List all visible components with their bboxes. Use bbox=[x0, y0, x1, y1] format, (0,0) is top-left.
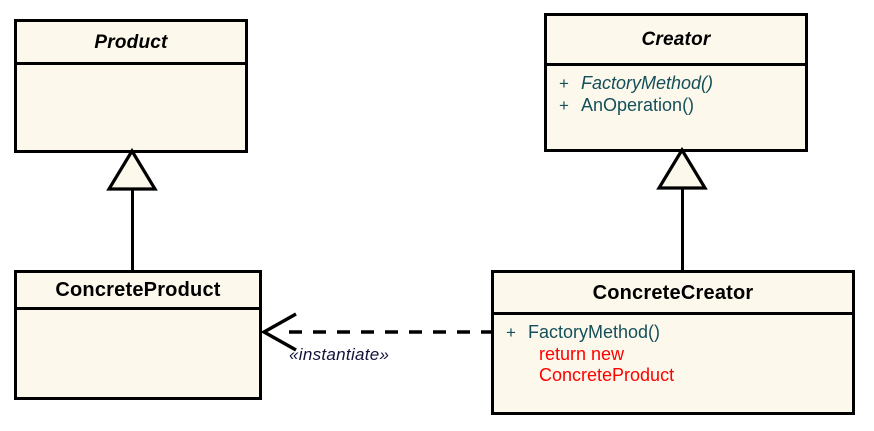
uml-class-concretecreator[interactable]: ConcreteCreator + FactoryMethod() return… bbox=[491, 270, 855, 415]
visibility-marker: + bbox=[506, 323, 516, 342]
dependency-stereotype-label: «instantiate» bbox=[289, 345, 390, 364]
class-title-product: Product bbox=[94, 31, 168, 53]
member-row: + AnOperation() bbox=[547, 95, 805, 117]
code-line-concreteproduct: ConcreteProduct bbox=[539, 365, 675, 386]
class-title-creator: Creator bbox=[641, 29, 711, 50]
uml-class-creator[interactable]: Creator + FactoryMethod() + AnOperation(… bbox=[544, 13, 808, 152]
class-name-compartment-concretecreator: ConcreteCreator bbox=[494, 273, 852, 315]
member-name-factorymethod: FactoryMethod() bbox=[581, 73, 714, 93]
visibility-marker: + bbox=[559, 95, 569, 115]
uml-class-concreteproduct[interactable]: ConcreteProduct bbox=[14, 270, 262, 400]
member-name-anoperation: AnOperation() bbox=[581, 94, 695, 115]
members-compartment-creator: + FactoryMethod() + AnOperation() bbox=[547, 66, 805, 117]
class-name-compartment-product: Product bbox=[17, 22, 245, 65]
class-title-concreteproduct: ConcreteProduct bbox=[55, 279, 221, 301]
generalization-line-creator bbox=[681, 187, 684, 272]
members-compartment-concretecreator: + FactoryMethod() return new ConcretePro… bbox=[494, 315, 852, 387]
member-row: + FactoryMethod() bbox=[494, 322, 852, 344]
generalization-triangle-product bbox=[106, 147, 158, 191]
members-compartment-concreteproduct bbox=[17, 310, 259, 317]
generalization-line-product bbox=[131, 188, 134, 272]
member-row: + FactoryMethod() bbox=[547, 73, 805, 95]
class-title-concretecreator: ConcreteCreator bbox=[592, 281, 754, 304]
visibility-marker: + bbox=[559, 74, 569, 93]
members-compartment-product bbox=[17, 65, 245, 72]
generalization-triangle-creator bbox=[656, 146, 708, 190]
member-name-factorymethod: FactoryMethod() bbox=[528, 322, 661, 342]
dependency-arrow-instantiate bbox=[260, 312, 494, 352]
class-name-compartment-concreteproduct: ConcreteProduct bbox=[17, 273, 259, 310]
code-line-return-new: return new bbox=[539, 343, 625, 364]
class-name-compartment-creator: Creator bbox=[547, 16, 805, 66]
uml-class-product[interactable]: Product bbox=[14, 19, 248, 153]
